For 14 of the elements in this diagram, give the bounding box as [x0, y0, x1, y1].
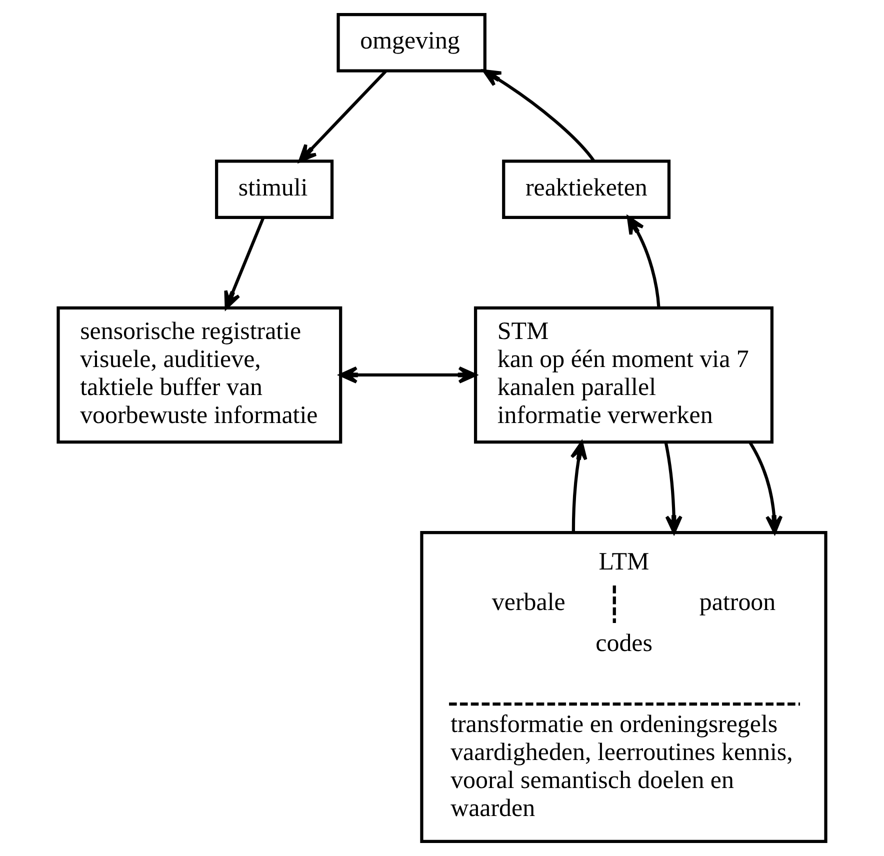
node-box: stimuli	[215, 160, 334, 219]
node-box: LTM verbale patroon codes transformatie en ordeningsregels vaardigheden, leerroutines kennis, vooral semantisch doelen en waarden	[420, 530, 828, 843]
node-box: reaktieketen	[502, 160, 671, 219]
node-box: STM kan op één moment via 7 kanalen parallel informatie verwerken	[474, 306, 774, 444]
arrow	[570, 441, 588, 532]
node-box: sensorische registratie visuele, auditieve, taktiele buffer van voorbewuste informatie	[56, 306, 342, 444]
arrow	[482, 69, 595, 162]
arrow	[626, 216, 660, 308]
node-box: omgeving	[336, 13, 486, 72]
arrow	[224, 216, 265, 310]
arrow	[339, 366, 477, 384]
arrow	[298, 70, 387, 162]
arrow	[748, 442, 783, 534]
arrow	[664, 442, 682, 534]
